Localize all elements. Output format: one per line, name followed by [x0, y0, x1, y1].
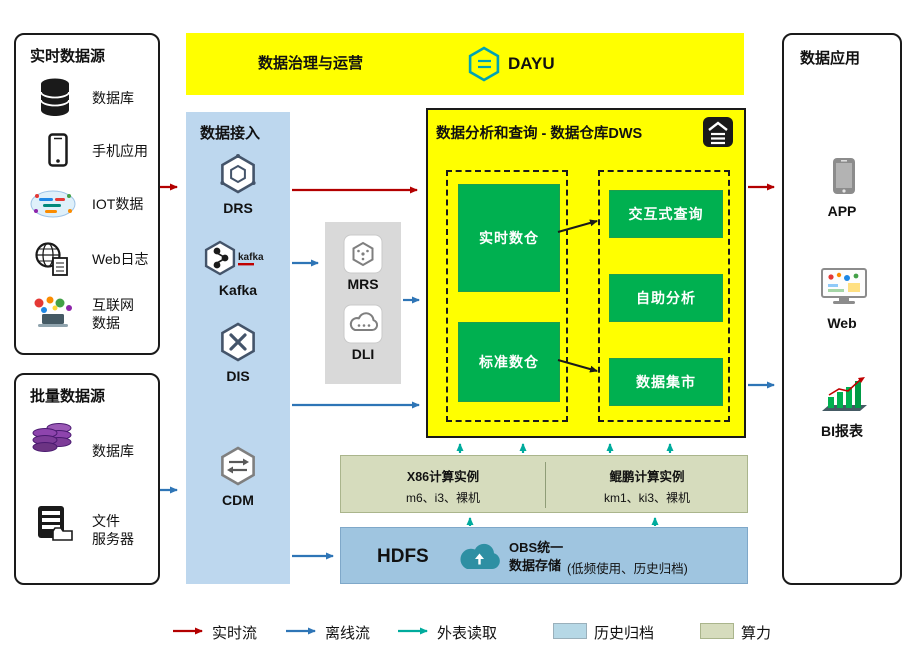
dws-title: 数据分析和查询 - 数据仓库DWS	[436, 126, 643, 142]
dws-warehouse-group: 实时数仓 标准数仓	[446, 170, 568, 422]
hdfs-label: HDFS	[377, 546, 429, 567]
batch-sources-panel: 批量数据源 数据库 文件	[14, 373, 160, 585]
dws-service-self-analysis: 自助分析	[609, 274, 723, 322]
bi-chart-icon	[820, 375, 868, 418]
dis-icon	[216, 320, 260, 369]
governance-title: 数据治理与运营	[258, 55, 364, 72]
app-phone-icon	[832, 157, 856, 200]
ingestion-item-label: DIS	[226, 368, 250, 384]
dws-service-group: 交互式查询 自助分析 数据集市	[598, 170, 730, 422]
app-item-label: Web	[827, 315, 857, 331]
list-item-label: IOT数据	[92, 196, 144, 212]
realtime-sources-panel: 实时数据源 数据库 手机应用	[14, 33, 160, 355]
dayu-icon	[464, 44, 504, 89]
legend-label-realtime: 实时流	[212, 625, 258, 642]
dws-warehouse-realtime: 实时数仓	[458, 184, 560, 292]
phone-icon	[48, 133, 68, 172]
batch-database-icon	[30, 419, 74, 464]
obs-note: (低频使用、历史归档)	[567, 562, 688, 576]
processing-item-label: DLI	[351, 346, 375, 362]
dws-panel: 数据分析和查询 - 数据仓库DWS 实时数仓 标准数仓 交互式查询 自助分析 数…	[426, 108, 746, 438]
legend-label-compute: 算力	[741, 625, 772, 642]
legend-label-offline: 离线流	[325, 625, 371, 642]
cdm-icon	[216, 444, 260, 493]
ingestion-item-label: DRS	[223, 200, 253, 216]
iot-icon	[30, 188, 76, 225]
weblog-icon	[34, 241, 70, 282]
app-item-label: BI报表	[821, 423, 863, 439]
obs-title: OBS统一 数据存储	[509, 540, 564, 574]
compute-x86-subtitle: m6、i3、裸机	[405, 491, 480, 505]
hdfs-panel: HDFS OBS统一 数据存储 (低频使用、历史归档)	[340, 527, 748, 584]
list-item-label: 数据库	[92, 90, 134, 106]
dayu-logo-text: DAYU	[508, 54, 555, 73]
mrs-icon	[343, 234, 383, 279]
ingestion-item-label: Kafka	[218, 282, 258, 298]
obs-cloud-icon	[455, 541, 503, 578]
warehouse-icon	[702, 116, 734, 153]
compute-kunpeng-title: 鲲鹏计算实例	[609, 470, 685, 484]
ingestion-title: 数据接入	[200, 125, 261, 142]
web-monitor-icon	[820, 267, 868, 312]
list-item-label: 手机应用	[92, 143, 148, 159]
dws-service-interactive-query: 交互式查询	[609, 190, 723, 238]
compute-x86-cell: X86计算实例 m6、i3、裸机	[341, 456, 545, 512]
realtime-sources-title: 实时数据源	[30, 48, 106, 65]
list-item-label: Web日志	[92, 251, 149, 267]
compute-kunpeng-subtitle: km1、ki3、裸机	[603, 491, 690, 505]
dws-service-data-mart: 数据集市	[609, 358, 723, 406]
kafka-icon: kafka	[200, 238, 276, 283]
governance-banner: 数据治理与运营 DAYU	[186, 33, 744, 95]
list-item-label: 数据库	[92, 443, 134, 459]
compute-divider	[545, 462, 546, 508]
drs-icon	[216, 152, 260, 201]
dli-icon	[343, 304, 383, 349]
legend-label-external: 外表读取	[437, 625, 498, 642]
list-item-label: 文件 服务器	[92, 513, 134, 547]
kafka-icon-text: kafka	[238, 252, 264, 263]
legend-swatch-compute	[700, 623, 734, 639]
batch-sources-title: 批量数据源	[30, 388, 106, 405]
file-server-icon	[36, 505, 74, 548]
processing-panel: MRS DLI	[325, 222, 401, 384]
compute-panel: X86计算实例 m6、i3、裸机 鲲鹏计算实例 km1、ki3、裸机	[340, 455, 748, 513]
ingestion-panel: 数据接入 DRS kafka Kafka	[186, 112, 290, 584]
app-item-label: APP	[827, 203, 857, 219]
apps-title: 数据应用	[800, 50, 861, 67]
list-item-label: 互联网 数据	[92, 297, 134, 331]
database-icon	[38, 77, 72, 122]
compute-x86-title: X86计算实例	[406, 470, 480, 484]
ingestion-item-label: CDM	[222, 492, 254, 508]
legend-label-archive: 历史归档	[594, 625, 655, 642]
apps-panel: 数据应用 APP Web	[782, 33, 902, 585]
processing-item-label: MRS	[347, 276, 379, 292]
internet-icon	[30, 295, 76, 334]
compute-kunpeng-cell: 鲲鹏计算实例 km1、ki3、裸机	[545, 456, 749, 512]
legend-swatch-archive	[553, 623, 587, 639]
dws-warehouse-standard: 标准数仓	[458, 322, 560, 402]
